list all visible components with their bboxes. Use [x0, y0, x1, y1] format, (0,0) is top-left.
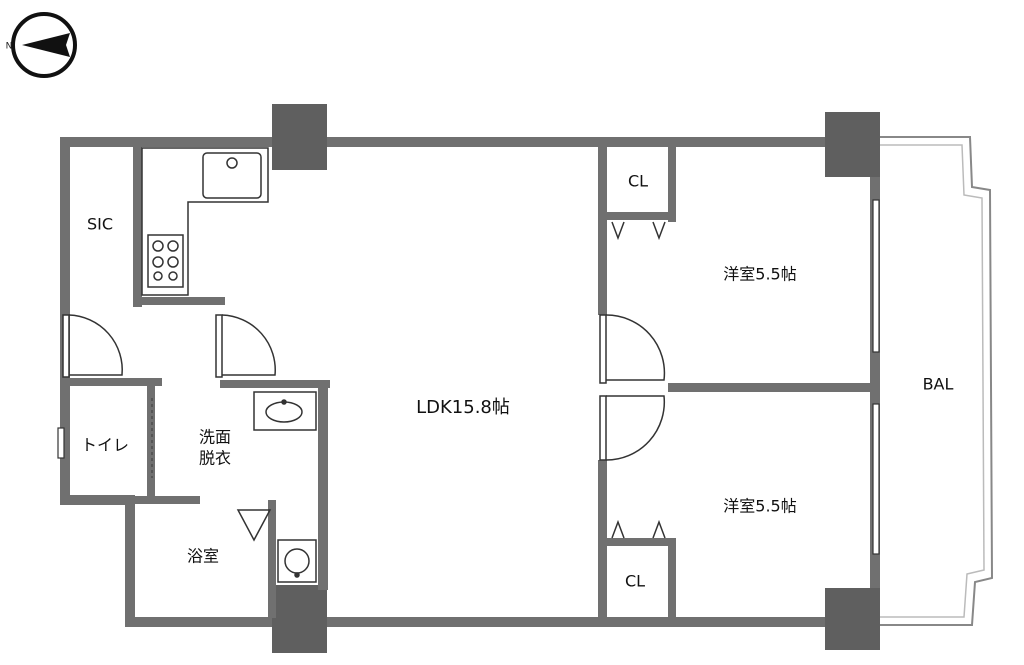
- room-washroom-label-line1: 洗面: [199, 428, 231, 447]
- room-balcony-label: BAL: [923, 375, 954, 394]
- washing-machine-icon: [277, 539, 317, 583]
- room-washroom-label-line2: 脱衣: [199, 449, 231, 468]
- balcony: [878, 136, 994, 626]
- room-sic-label: SIC: [87, 215, 113, 234]
- doors: [62, 221, 666, 542]
- room-closet-north-label: CL: [628, 172, 648, 191]
- room-ldk-label: LDK15.8帖: [416, 397, 510, 418]
- stove-icon: [147, 234, 184, 288]
- room-toilet-label: トイレ: [81, 436, 129, 455]
- compass-north-label: N: [6, 42, 13, 52]
- room-bathroom-label: 浴室: [187, 547, 219, 566]
- kitchen: [141, 147, 269, 296]
- interior-walls: [62, 147, 873, 620]
- room-bedroom-north-label: 洋室5.5帖: [723, 265, 796, 284]
- pillars: [272, 104, 880, 653]
- room-bedroom-south-label: 洋室5.5帖: [723, 497, 796, 516]
- windows: [57, 199, 880, 555]
- compass-icon: N: [6, 12, 77, 78]
- room-closet-south-label: CL: [625, 572, 645, 591]
- washbasin-icon: [253, 391, 317, 431]
